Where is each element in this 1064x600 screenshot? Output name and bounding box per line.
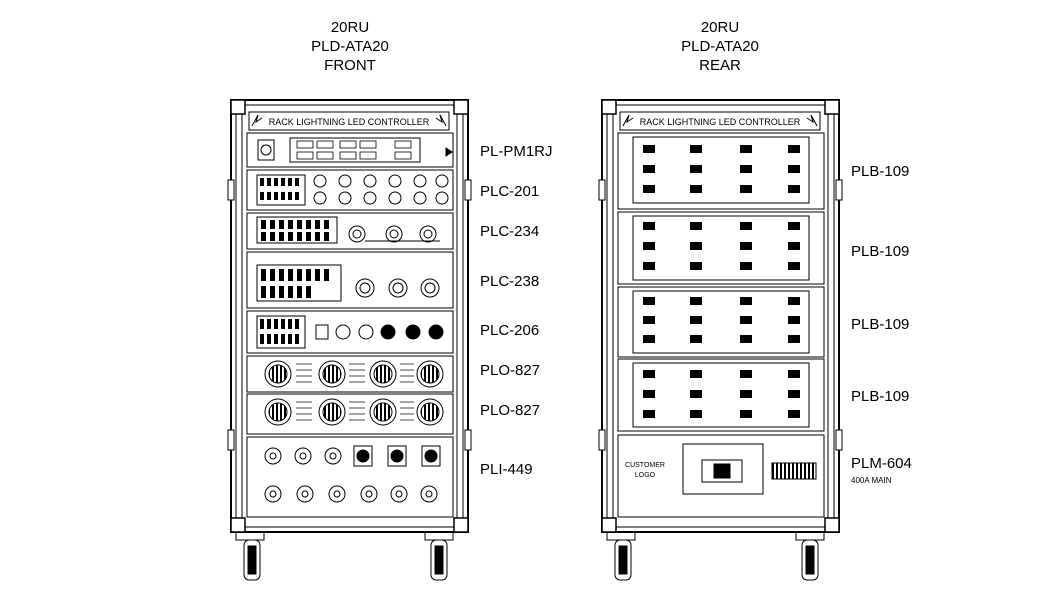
rear-panel-label: PLB-109 bbox=[851, 163, 910, 180]
rear-panel-label: PLM-604 bbox=[851, 455, 912, 472]
front-panel-label: PLI-449 bbox=[480, 461, 533, 478]
rear-heading-line3: REAR bbox=[699, 57, 741, 74]
rear-heading-line1: 20RU bbox=[700, 19, 740, 36]
front-heading-line2: PLD-ATA20 bbox=[311, 38, 389, 55]
rear-panel-label: PLB-109 bbox=[851, 243, 910, 260]
rear-heading: 20RU PLD-ATA20 REAR bbox=[620, 18, 820, 75]
rear-banner-text: RACK LIGHTNING LED CONTROLLER bbox=[640, 117, 801, 127]
customer-logo-line2: LOGO bbox=[635, 472, 656, 479]
rear-panel-label: PLB-109 bbox=[851, 388, 910, 405]
front-panel-label: PLC-201 bbox=[480, 183, 540, 200]
front-heading-line3: FRONT bbox=[324, 57, 376, 74]
customer-logo-line1: CUSTOMER bbox=[625, 462, 665, 469]
front-rack bbox=[227, 99, 472, 581]
breaker-grid bbox=[643, 145, 800, 418]
front-panel-label: PLC-206 bbox=[480, 322, 540, 339]
rear-heading-line2: PLD-ATA20 bbox=[681, 38, 759, 55]
front-panel-label: PLO-827 bbox=[480, 362, 541, 379]
rear-panel-sublabel: 400A MAIN bbox=[851, 476, 892, 485]
front-panel-label: PLO-827 bbox=[480, 402, 541, 419]
rear-rack bbox=[598, 99, 843, 581]
front-heading: 20RU PLD-ATA20 FRONT bbox=[250, 18, 450, 75]
rear-panel-label: PLB-109 bbox=[851, 316, 910, 333]
front-panel-label: PLC-234 bbox=[480, 223, 540, 240]
front-panel-label: PLC-238 bbox=[480, 273, 540, 290]
front-panel-label: PL-PM1RJ bbox=[480, 143, 553, 160]
front-banner-text: RACK LIGHTNING LED CONTROLLER bbox=[269, 117, 430, 127]
front-heading-line1: 20RU bbox=[330, 19, 370, 36]
